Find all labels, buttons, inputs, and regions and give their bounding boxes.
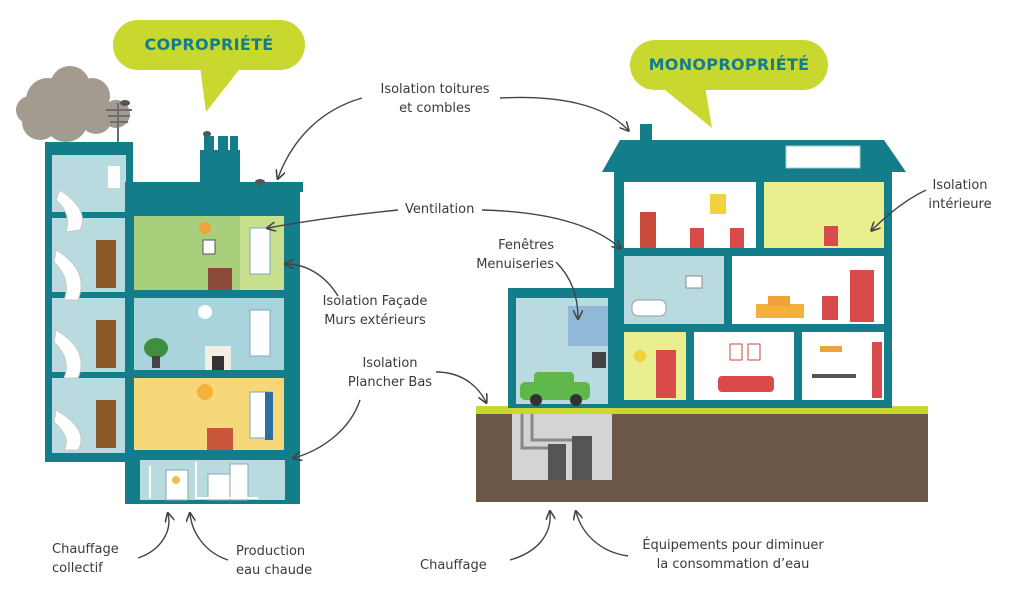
copropriete-building — [45, 131, 303, 504]
arrow-windows — [555, 261, 578, 318]
plant-icon — [144, 338, 168, 368]
car-icon — [520, 372, 590, 406]
bubble-copropriete — [113, 20, 305, 112]
arrow-heating-collective — [137, 514, 169, 559]
arrow-ventilation-right — [481, 209, 620, 248]
arrow-floor-left — [294, 399, 361, 458]
arrow-roof-right — [499, 96, 628, 130]
label-interior-insulation: Isolation intérieure — [928, 178, 992, 212]
label-ventilation: Ventilation — [405, 202, 475, 217]
arrow-heating — [509, 512, 550, 561]
bubble-monopropriete — [630, 40, 828, 128]
monopropriete-title: MONOPROPRIÉTÉ — [648, 55, 810, 74]
arrow-hot-water — [190, 514, 229, 561]
label-heating: Chauffage — [420, 558, 487, 573]
arrow-floor-right — [435, 371, 486, 402]
arrows — [137, 96, 927, 561]
tv-antenna-icon — [106, 103, 132, 145]
arrow-roof-left — [278, 97, 363, 178]
arrow-water-saving — [576, 512, 629, 557]
smoke-cloud — [16, 66, 130, 142]
soil-ground — [476, 406, 928, 502]
label-water-saving: Équipements pour diminuer la consommatio… — [642, 538, 824, 572]
copropriete-title: COPROPRIÉTÉ — [144, 35, 274, 54]
label-windows: Fenêtres Menuiseries — [476, 238, 554, 272]
arrow-ventilation-left — [268, 209, 399, 228]
bird-icon — [120, 100, 130, 106]
arrow-interior — [872, 189, 927, 230]
label-collective-heating: Chauffage collectif — [52, 542, 119, 576]
label-facade-insulation: Isolation Façade Murs extérieurs — [322, 294, 428, 328]
label-roof-insulation: Isolation toitures et combles — [380, 82, 490, 116]
label-floor-insulation: Isolation Plancher Bas — [347, 356, 433, 390]
monopropriete-building — [508, 124, 906, 408]
label-hot-water: Production eau chaude — [236, 544, 313, 578]
arrow-facade — [286, 264, 339, 297]
